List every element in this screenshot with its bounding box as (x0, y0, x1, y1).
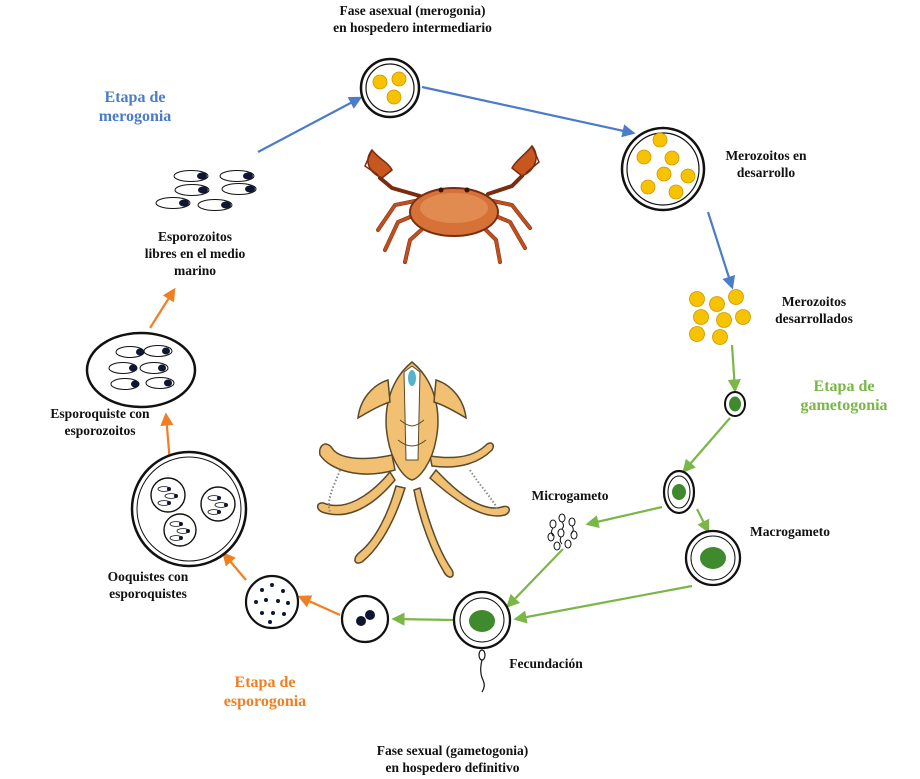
bottom-title-line2: en hospedero definitivo (385, 760, 520, 775)
top-title: Fase asexual (merogonia) en hospedero in… (305, 2, 520, 36)
arrow-sporozoites-to-meront (257, 96, 363, 153)
oocyst-with-sporocysts (130, 450, 248, 568)
label-ooquistes-line1: Ooquistes con (107, 569, 189, 584)
stage-label-esporogonia: Etapa de esporogonia (205, 673, 325, 711)
label-ooquistes-line2: esporoquistes (109, 586, 187, 601)
bottom-title: Fase sexual (gametogonia) en hospedero d… (345, 742, 560, 776)
label-macrogameto: Macrogameto (750, 524, 830, 539)
stage-label-merogonia: Etapa de merogonia (80, 88, 190, 126)
label-esporozoitos: Esporozoitos libres en el medio marino (128, 228, 262, 279)
early-oocyst (340, 594, 390, 644)
arrow-macrogamete-to-zygote (513, 584, 693, 624)
arrow-young-to-sporocysts (222, 551, 247, 581)
meront-cell (359, 57, 421, 119)
developed-merozoites (689, 289, 751, 345)
label-esporozoitos-line3: marino (174, 263, 216, 278)
stage-esporogonia-line2: esporogonia (223, 693, 307, 710)
label-merozoitos-dev-line2: desarrollo (736, 165, 796, 180)
label-esporozoitos-line1: Esporozoitos (157, 229, 232, 244)
label-esporoquiste-line2: esporozoitos (64, 423, 136, 438)
gamont-cell (724, 391, 746, 417)
crab-icon (364, 144, 540, 264)
top-title-line2: en hospedero intermediario (333, 20, 492, 35)
label-merozoitos-desarrollados: Merozoitos desarrollados (758, 293, 870, 327)
label-merozoitos-done-line1: Merozoitos (781, 294, 847, 309)
macrogamete-cell (684, 529, 742, 587)
arrow-oocyst-to-young-oocyst (297, 595, 341, 617)
octopus-icon (316, 361, 510, 578)
label-merozoitos-dev-line1: Merozoitos en (725, 148, 807, 163)
sporocyst-with-sporozoites (85, 331, 197, 409)
label-merozoitos-en-desarrollo: Merozoitos en desarrollo (712, 147, 820, 181)
oocyst-with-nuclei (244, 574, 300, 630)
label-merozoitos-done-line2: desarrollados (775, 311, 853, 326)
arrow-gamete-to-macrogamete (696, 508, 710, 534)
developing-merozoites-cell (620, 126, 706, 212)
stage-gametogonia-line1: Etapa de (813, 378, 875, 395)
arrow-sporocyst-to-sporozoites (149, 287, 176, 329)
label-esporozoitos-line2: libres en el medio (144, 246, 246, 261)
arrow-meront-to-developing (421, 85, 636, 138)
fertilization-zygote (452, 590, 512, 693)
arrow-developed-to-gamont (727, 344, 741, 393)
bottom-title-line1: Fase sexual (gametogonia) (376, 743, 529, 758)
arrow-gamete-to-microgamete (585, 505, 663, 529)
stage-merogonia-line2: merogonia (98, 108, 172, 125)
label-ooquistes: Ooquistes con esporoquistes (92, 568, 204, 602)
gamete-cell (662, 469, 696, 515)
label-fecundacion: Fecundación (509, 656, 583, 671)
label-esporoquiste-line1: Esporoquiste con (50, 406, 150, 421)
microgametes (547, 513, 578, 551)
label-esporoquiste: Esporoquiste con esporozoitos (30, 405, 170, 439)
arrow-microgamete-to-zygote (506, 548, 564, 608)
stage-label-gametogonia: Etapa de gametogonia (784, 377, 904, 415)
arrow-gamont-to-gamete (682, 417, 731, 473)
arrow-zygote-to-oocyst (391, 612, 455, 626)
arrow-developing-to-developed (706, 211, 736, 290)
stage-gametogonia-line2: gametogonia (800, 397, 888, 414)
label-microgameto: Microgameto (531, 488, 609, 503)
stage-merogonia-line1: Etapa de (104, 89, 166, 106)
free-sporozoites (155, 170, 257, 211)
top-title-line1: Fase asexual (merogonia) (339, 3, 486, 18)
stage-esporogonia-line1: Etapa de (234, 674, 296, 691)
